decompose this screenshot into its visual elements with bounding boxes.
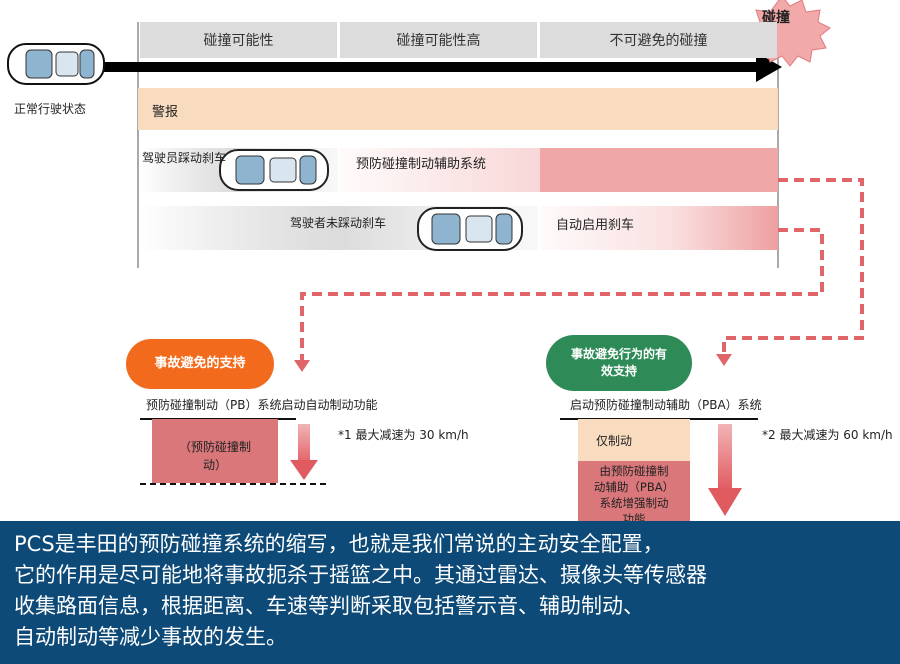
pb-system-title: 预防碰撞制动（PB）系统启动自动制动功能 — [146, 398, 378, 412]
caption-line-4: 自动制动等减少事故的发生。 — [14, 625, 287, 649]
pb-braking-box: （预防碰撞制 动） — [152, 438, 278, 474]
pb-box-line-1: （预防碰撞制 — [178, 440, 251, 454]
driver-no-brake-label: 驾驶者未踩动刹车 — [290, 216, 387, 230]
pba-box-line-2: 动辅助（PBA） — [593, 480, 675, 494]
auto-brake-label: 自动启用刹车 — [556, 218, 635, 233]
phase-collision-likely: 碰撞可能性高 — [340, 22, 537, 58]
bubble-line-1: 事故避免行为的有 — [570, 347, 667, 361]
pb-max-decel-note: *1 最大减速为 30 km/h — [338, 428, 469, 442]
car-icon — [7, 43, 105, 85]
pba-max-decel-note: *2 最大减速为 60 km/h — [762, 428, 893, 442]
pba-box-line-4: 功能 — [622, 512, 646, 521]
pba-box-line-3: 系统增强制动 — [599, 496, 669, 510]
pba-system-title: 启动预防碰撞制动辅助（PBA）系统 — [570, 398, 762, 412]
pba-enhanced-box: 由预防碰撞制 动辅助（PBA） 系统增强制动 功能 — [578, 463, 690, 521]
effective-support-bubble: 事故避免行为的有 效支持 — [546, 335, 692, 391]
normal-state-label: 正常行驶状态 — [14, 102, 87, 116]
caption-panel: PCS是丰田的预防碰撞系统的缩写，也就是我们常说的主动安全配置， 它的作用是尽可… — [0, 521, 900, 664]
driver-brake-label: 驾驶员踩动刹车 — [142, 151, 227, 165]
pb-assist-label: 预防碰撞制动辅助系统 — [356, 157, 487, 172]
car-icon — [417, 207, 523, 251]
caption-line-2: 它的作用是尽可能地将事故扼杀于摇篮之中。其通过雷达、摄像头等传感器 — [14, 563, 707, 587]
bubble-line-2: 效支持 — [600, 364, 637, 378]
bubble-label: 事故避免的支持 — [154, 356, 246, 371]
caption-line-1: PCS是丰田的预防碰撞系统的缩写，也就是我们常说的主动安全配置， — [14, 532, 664, 556]
caption-line-3: 收集路面信息，根据距离、车速等判断采取包括警示音、辅助制动、 — [14, 594, 644, 618]
pb-box-line-2: 动） — [202, 458, 227, 472]
accident-avoidance-support-bubble: 事故避免的支持 — [126, 339, 274, 389]
pba-box-line-1: 由预防碰撞制 — [599, 464, 669, 478]
phase-collision-unavoidable: 不可避免的碰撞 — [540, 22, 777, 58]
car-icon — [219, 149, 329, 191]
phase-collision-possible: 碰撞可能性 — [140, 22, 337, 58]
brake-only-label: 仅制动 — [596, 434, 633, 448]
warning-label: 警报 — [152, 105, 179, 120]
